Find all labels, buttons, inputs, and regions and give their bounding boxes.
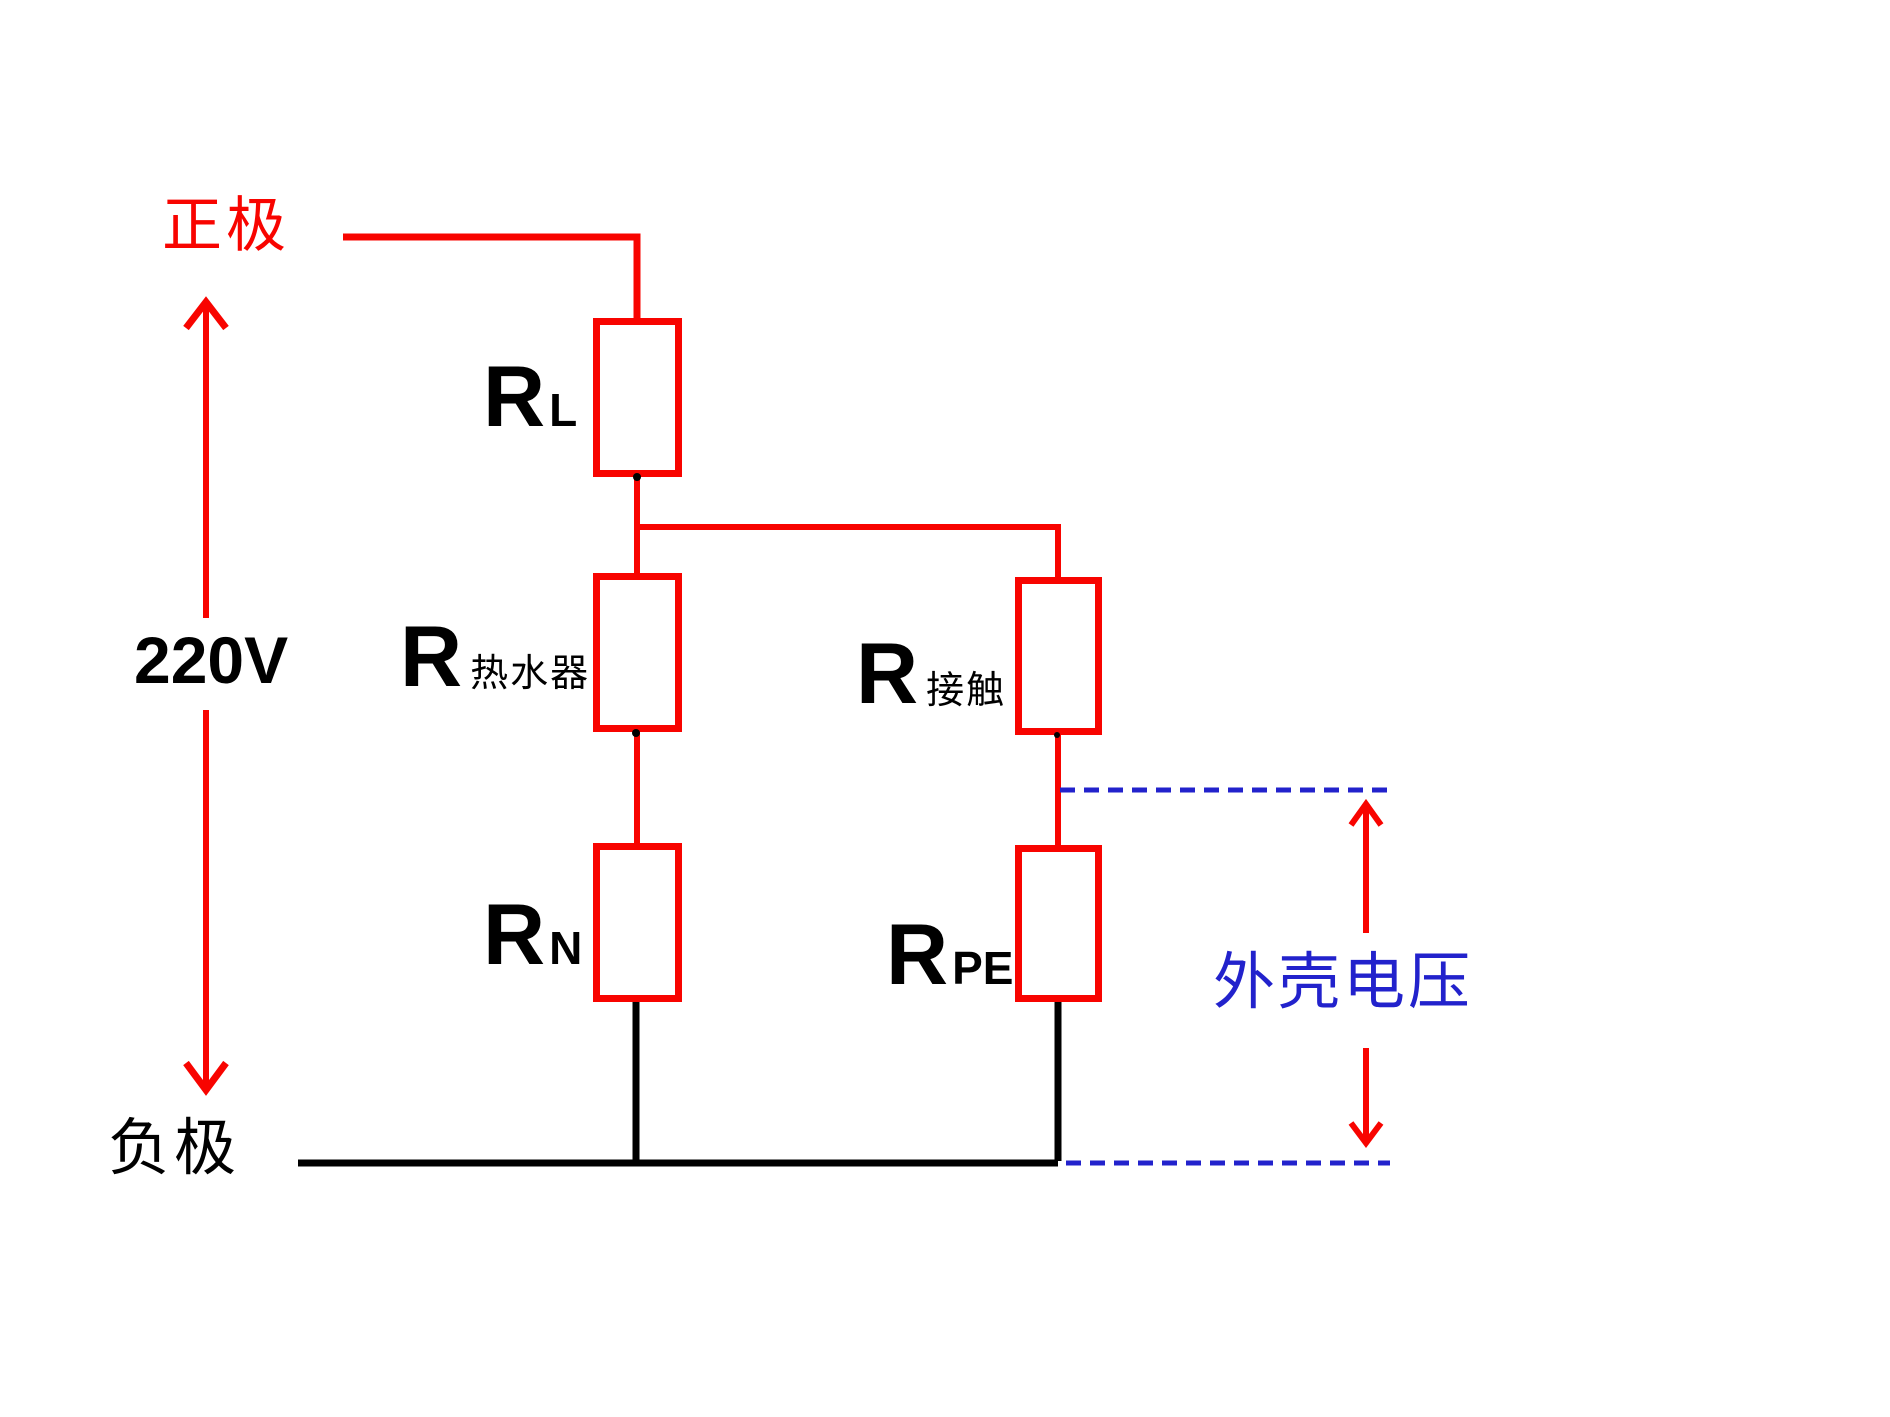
resistor-box-protective-earth [1015, 845, 1102, 1002]
resistor-box-load [593, 318, 682, 477]
shell-voltage-label: 外壳电压 [1213, 948, 1474, 1017]
source-voltage-arrow [183, 296, 229, 1096]
shell-voltage-arrow [1348, 798, 1384, 1148]
junction-dot [632, 729, 640, 737]
junction-dot [633, 473, 641, 481]
resistor-label-load: RL [483, 354, 577, 440]
resistor-subscript: 热水器 [470, 653, 591, 695]
resistor-label-neutral: RN [483, 892, 582, 978]
resistor-symbol: R [886, 907, 949, 1003]
wire-positive-terminal [343, 233, 641, 321]
resistor-box-water-heater [593, 573, 682, 732]
positive-terminal-label: 正极 [162, 192, 290, 259]
resistor-symbol: R [483, 349, 546, 445]
resistor-label-protective-earth: RPE [886, 912, 1013, 998]
arrowhead-down-icon [1348, 1121, 1384, 1148]
resistor-box-contact [1015, 577, 1102, 735]
resistor-subscript: N [549, 922, 583, 974]
arrowhead-up-icon [183, 296, 229, 331]
resistor-symbol: R [483, 887, 546, 983]
arrowhead-down-icon [183, 1060, 229, 1096]
resistor-subscript: L [549, 384, 578, 436]
resistor-box-neutral [593, 843, 682, 1002]
arrowhead-up-icon [1348, 798, 1384, 827]
resistor-subscript: 接触 [926, 670, 1007, 712]
resistor-symbol: R [400, 609, 463, 705]
source-voltage-label: 220V [134, 623, 289, 697]
negative-terminal-label: 负极 [108, 1114, 241, 1183]
junction-dot [1054, 732, 1060, 738]
resistor-subscript: PE [952, 942, 1014, 994]
resistor-symbol: R [856, 626, 919, 722]
